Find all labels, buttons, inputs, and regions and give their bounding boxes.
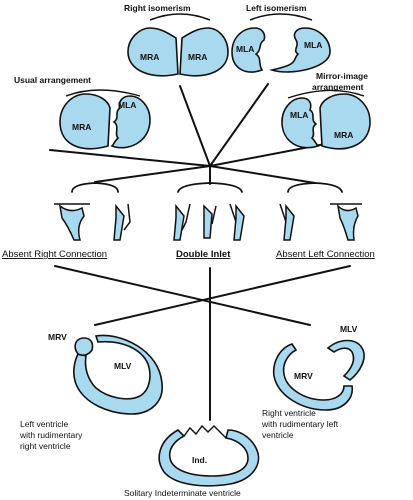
left-isomerism-mla-right	[268, 27, 331, 73]
left-isomerism-atria: MLA MLA	[231, 13, 331, 73]
valve-sketch-absent-right-2	[113, 203, 131, 241]
right-isomerism-mra-left	[127, 27, 179, 77]
solitary-ventricle-caption: Solitary Indeterminate ventricle	[124, 488, 241, 498]
right-isomerism-mra-right	[179, 27, 229, 77]
mlv-label: MLV	[114, 361, 132, 371]
left-ventricle-caption-line1: Left ventricle	[20, 419, 68, 429]
mirror-mla	[281, 97, 320, 149]
mlv-label: MLV	[340, 324, 358, 334]
mirror-mra	[319, 93, 371, 150]
mla-label: MLA	[304, 40, 322, 50]
valve-sketch-absent-left-1	[279, 203, 295, 241]
mirror-image-label-line1: Mirror-image	[316, 71, 368, 81]
left-isomerism-mla-left	[231, 27, 266, 73]
valve-sketch-absent-left-2	[330, 203, 362, 241]
valve-sketch-double-inlet-3	[229, 203, 245, 241]
valve-sketch-double-inlet-1	[173, 203, 191, 241]
double-inlet-label: Double Inlet	[176, 249, 231, 260]
mra-label: MRA	[188, 52, 207, 62]
solitary-indeterminate-ventricle: Ind.	[158, 424, 260, 487]
mirror-image-arrangement-atria: MLA MRA	[281, 89, 371, 150]
left-ventricle-dominant: MRV MLV	[48, 332, 163, 415]
mla-label: MLA	[118, 100, 136, 110]
upper-hub-lines	[49, 83, 326, 185]
right-ventricle-caption-line3: ventricle	[262, 430, 294, 440]
ind-label: Ind.	[192, 455, 207, 465]
right-ventricle-caption-line2: with rudimentary left	[261, 419, 339, 429]
right-isomerism-atria: MRA MRA	[127, 13, 229, 77]
valve-sketch-double-inlet-2	[203, 204, 217, 239]
right-ventricle-dominant: MLV MRV	[272, 324, 365, 411]
mrv-label: MRV	[48, 332, 67, 342]
left-ventricle-caption-line3: right ventricle	[20, 441, 71, 451]
right-ventricle-caption-line1: Right ventricle	[262, 408, 316, 418]
absent-left-connection-label: Absent Left Connection	[276, 249, 375, 260]
mla-label: MLA	[290, 110, 308, 120]
mla-label: MLA	[236, 44, 254, 54]
usual-mla	[110, 95, 151, 149]
left-isomerism-label: Left isomerism	[246, 3, 307, 13]
usual-arrangement-atria: MRA MLA	[59, 89, 151, 150]
absent-right-connection-label: Absent Right Connection	[2, 249, 107, 260]
lower-hub-lines	[54, 265, 351, 421]
mirror-image-label-line2: arrangement	[312, 82, 364, 92]
mra-label: MRA	[140, 52, 159, 62]
mra-label: MRA	[72, 122, 91, 132]
tripod-brackets	[71, 182, 343, 193]
usual-arrangement-label: Usual arrangement	[14, 75, 91, 85]
mrv-label: MRV	[294, 371, 313, 381]
valve-sketch-absent-right-1	[54, 203, 90, 241]
usual-mra	[59, 93, 111, 150]
left-ventricle-caption-line2: with rudimentary	[19, 430, 83, 440]
right-isomerism-label: Right isomerism	[124, 3, 191, 13]
mra-label: MRA	[334, 130, 353, 140]
